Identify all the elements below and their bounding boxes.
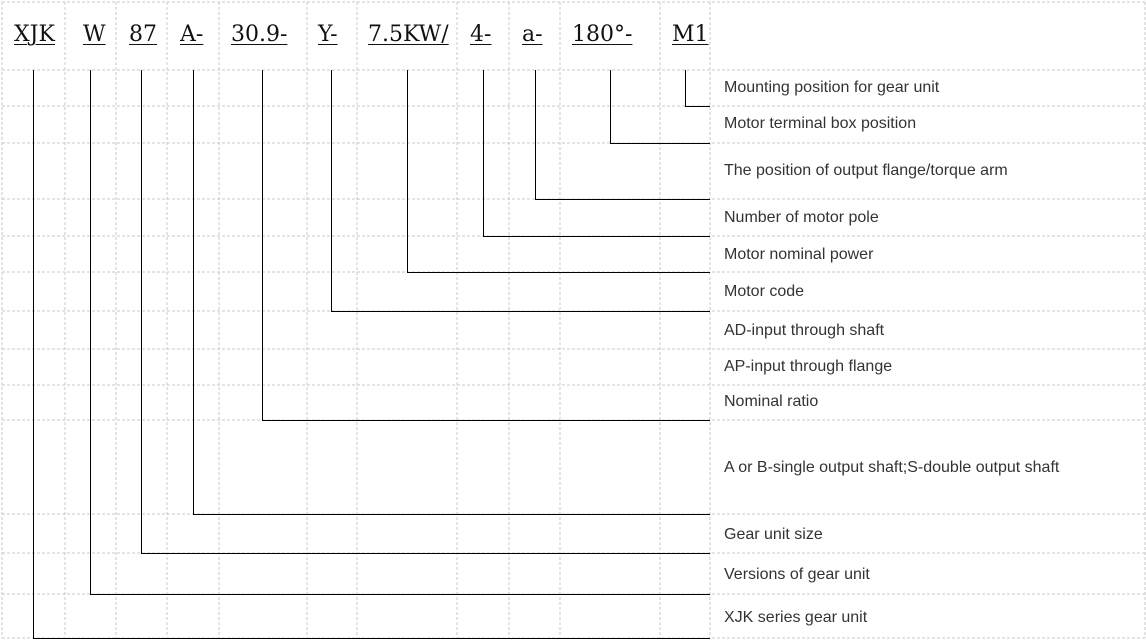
leader-line-7	[483, 70, 710, 237]
label-motor-code: Motor code	[724, 283, 805, 300]
label-series: XJK series gear unit	[724, 609, 868, 626]
code-segment-poles: 4-	[470, 22, 492, 47]
leader-line-0	[33, 70, 710, 639]
label-versions: Versions of gear unit	[724, 566, 870, 583]
leader-line-8	[535, 70, 710, 200]
leader-line-2	[141, 70, 710, 554]
leader-line-10	[685, 70, 710, 107]
label-output-shaft: A or B-single output shaft;S-double outp…	[724, 459, 1060, 476]
label-ad-input: AD-input through shaft	[724, 322, 885, 339]
code-segment-ratio: 30.9-	[231, 22, 288, 47]
label-motor-pole: Number of motor pole	[724, 209, 879, 226]
code-segment-version: W	[83, 22, 106, 47]
code-segment-motor-code: Y-	[318, 22, 338, 47]
label-gear-unit-size: Gear unit size	[724, 526, 823, 543]
label-ap-input: AP-input through flange	[724, 358, 893, 375]
leader-line-9	[610, 70, 710, 144]
leader-line-1	[90, 70, 710, 595]
code-segment-series: XJK	[14, 22, 55, 47]
leader-line-6	[407, 70, 710, 273]
code-segment-output-shaft: A-	[180, 22, 204, 47]
code-segment-mounting: M1	[672, 22, 709, 47]
leader-line-5	[331, 70, 710, 312]
leader-line-4	[262, 70, 710, 421]
label-flange-position: The position of output flange/torque arm	[724, 162, 1008, 179]
label-nominal-ratio: Nominal ratio	[724, 393, 819, 410]
code-segment-power: 7.5KW/	[368, 22, 449, 47]
code-segment-size: 87	[129, 22, 157, 47]
code-segment-flange-position: a-	[522, 22, 543, 47]
label-terminal-box: Motor terminal box position	[724, 115, 917, 132]
leader-line-3	[193, 70, 710, 515]
code-segment-terminal-box: 180°-	[572, 22, 633, 47]
label-mounting-position: Mounting position for gear unit	[724, 79, 940, 96]
label-motor-power: Motor nominal power	[724, 246, 874, 263]
